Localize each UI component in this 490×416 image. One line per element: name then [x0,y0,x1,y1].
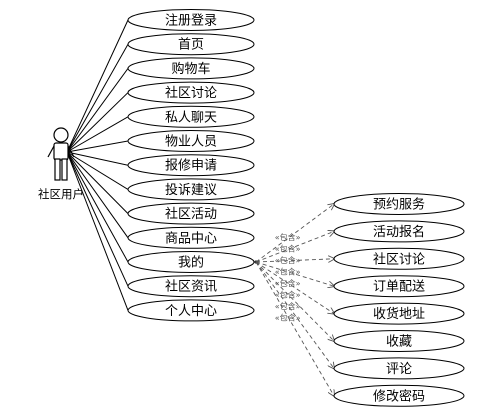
include-line [255,204,334,263]
association-line [66,151,129,214]
use-case-left[interactable]: 个人中心 [127,299,255,322]
include-label: «包含» [275,278,301,288]
use-case-left[interactable]: 社区活动 [127,202,255,225]
association-lines [66,19,129,311]
use-case-ellipse [127,9,255,31]
use-case-label: 物业人员 [165,135,217,150]
use-case-ellipse [127,33,255,56]
use-case-ellipse [127,226,255,249]
use-case-label: 预约服务 [373,197,425,213]
use-case-left[interactable]: 物业人员 [127,130,255,152]
include-label: «包含» [275,244,301,254]
association-line [66,151,129,239]
use-case-label: 收货地址 [373,306,425,322]
use-case-label: 首页 [178,38,204,53]
use-case-ellipse [127,81,255,104]
include-label: «包含» [275,267,301,277]
use-case-label: 注册登录 [165,14,217,29]
association-line [66,151,129,287]
use-case-label: 订单配送 [373,280,425,295]
use-case-label: 商品中心 [165,231,217,246]
use-case-label: 收藏 [386,335,412,350]
association-line [66,151,129,190]
use-case-right[interactable]: 订单配送 [333,275,465,298]
left-use-cases: 注册登录首页购物车社区讨论私人聊天物业人员报修申请投诉建议社区活动商品中心我的社… [127,9,255,322]
include-line [255,261,334,341]
include-label: «包含» [275,301,301,311]
association-line [66,151,129,166]
use-case-ellipse [127,202,255,225]
use-case-left[interactable]: 我的 [127,251,255,273]
use-case-label: 社区资讯 [165,279,217,295]
include-label: «包含» [275,255,301,265]
association-line [66,68,129,153]
use-case-right[interactable]: 评论 [333,357,465,380]
use-case-label: 活动报名 [373,224,425,240]
use-case-right[interactable]: 活动报名 [333,220,465,243]
use-case-label: 个人中心 [165,304,217,319]
use-case-left[interactable]: 注册登录 [127,9,255,31]
association-line [66,19,129,153]
use-case-ellipse [127,251,255,273]
use-case-ellipse [127,57,255,80]
use-case-label: 社区讨论 [373,251,425,267]
use-case-ellipse [333,330,465,352]
actor-label: 社区用户 [38,187,84,201]
use-case-label: 投诉建议 [165,182,217,198]
use-case-right[interactable]: 预约服务 [333,193,465,215]
include-line [255,261,334,396]
use-case-label: 评论 [386,362,412,377]
use-case-label: 我的 [178,255,204,271]
use-case-ellipse [127,299,255,322]
use-case-ellipse [333,220,465,243]
actor-figure-icon [47,127,75,181]
use-case-ellipse [127,130,255,152]
use-case-label: 社区讨论 [165,85,217,101]
include-label: «包含» [275,290,301,300]
association-line [66,151,129,263]
use-case-label: 社区活动 [165,206,217,222]
use-case-left[interactable]: 私人聊天 [127,105,255,128]
association-line [66,92,129,153]
use-case-right[interactable]: 收货地址 [333,302,465,325]
association-line [66,43,129,153]
use-case-right[interactable]: 社区讨论 [333,247,465,270]
use-case-right[interactable]: 修改密码 [333,384,465,407]
use-case-ellipse [127,154,255,177]
actor: 社区用户 [38,127,84,201]
use-case-ellipse [333,193,465,215]
include-line [255,261,334,368]
use-case-right[interactable]: 收藏 [333,330,465,352]
use-case-left[interactable]: 社区资讯 [127,275,255,298]
use-case-ellipse [127,275,255,298]
use-case-ellipse [333,247,465,270]
use-case-ellipse [127,178,255,201]
use-case-left[interactable]: 商品中心 [127,226,255,249]
include-label: «包含» [275,232,301,242]
use-case-label: 报修申请 [165,159,217,174]
use-case-label: 私人聊天 [165,110,217,125]
use-case-ellipse [333,384,465,407]
use-case-left[interactable]: 投诉建议 [127,178,255,201]
use-case-label: 购物车 [171,61,210,77]
use-case-label: 修改密码 [373,388,425,404]
use-case-left[interactable]: 社区讨论 [127,81,255,104]
use-case-ellipse [127,105,255,128]
use-case-left[interactable]: 报修申请 [127,154,255,177]
use-case-ellipse [333,357,465,380]
include-line [255,259,334,262]
use-case-left[interactable]: 购物车 [127,57,255,80]
association-line [66,116,129,153]
association-line [66,151,129,311]
include-line [255,261,334,314]
include-label: «包含» [275,313,301,323]
use-case-ellipse [333,275,465,298]
include-relations: «包含»«包含»«包含»«包含»«包含»«包含»«包含»«包含» [254,204,334,396]
use-case-left[interactable]: 首页 [127,33,255,56]
use-case-ellipse [333,302,465,325]
association-line [66,140,129,153]
